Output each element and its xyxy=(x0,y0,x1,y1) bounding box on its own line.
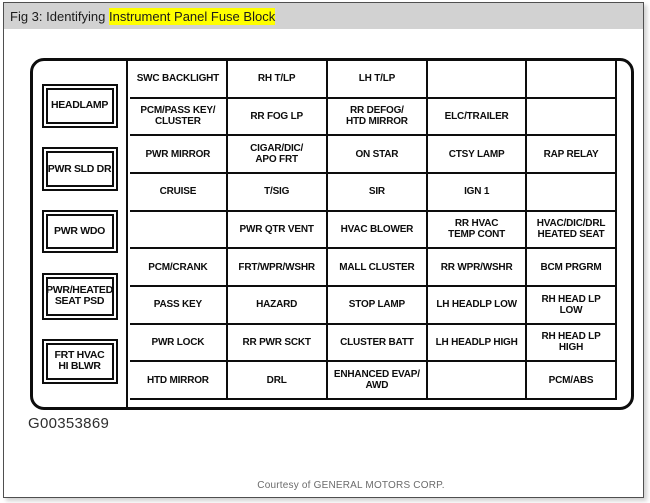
fuse-cell: LH T/LP xyxy=(327,61,427,97)
fuse-cell: RAP RELAY xyxy=(527,136,615,172)
fuse-cell-empty xyxy=(527,98,615,135)
fuse-cell: HVAC/DIC/DRL HEATED SEAT xyxy=(527,211,615,248)
connector-box-label: HEADLAMP xyxy=(45,88,114,125)
figure-id: G00353869 xyxy=(28,415,110,432)
fuse-cell: ENHANCED EVAP/ AWD xyxy=(327,362,427,398)
fuse-cell: SWC BACKLIGHT xyxy=(130,61,226,97)
fuse-cell: PCM/ABS xyxy=(527,362,615,398)
fuse-cell: STOP LAMP xyxy=(327,287,427,323)
fuse-cell: HVAC BLOWER xyxy=(327,211,427,248)
fuse-cell: RH T/LP xyxy=(227,61,326,97)
fuse-cell: RR WPR/WSHR xyxy=(428,249,526,285)
fuse-cell: RR FOG LP xyxy=(227,98,326,135)
connector-box-label: PWR/HEATED SEAT PSD xyxy=(45,276,114,316)
credit-line: Courtesy of GENERAL MOTORS CORP. xyxy=(257,480,445,491)
fuse-cell-empty xyxy=(130,211,226,248)
connector-box-headlamp: HEADLAMP xyxy=(41,84,118,129)
fuse-cell: RH HEAD LP HIGH xyxy=(527,324,615,361)
fuse-cell: ON STAR xyxy=(327,136,427,172)
fuse-cell-empty xyxy=(428,61,526,97)
connector-box-label: PWR WDO xyxy=(45,214,114,250)
figure-title-highlight: Instrument Panel Fuse Block xyxy=(109,7,276,25)
fuse-cell: RR DEFOG/ HTD MIRROR xyxy=(327,98,427,135)
fuse-cell: PWR LOCK xyxy=(130,324,226,361)
figure-viewer-window: Fig 3: Identifying Instrument Panel Fuse… xyxy=(3,2,644,498)
fuse-cell-empty xyxy=(428,362,526,398)
fuse-cell-empty xyxy=(527,61,615,97)
connector-box-pwr-sld-dr: PWR SLD DR xyxy=(41,147,118,192)
fuse-cell: PCM/CRANK xyxy=(130,249,226,285)
figure-title-prefix: Fig 3: Identifying xyxy=(10,8,109,24)
connector-box-label: FRT HVAC HI BLWR xyxy=(45,342,114,380)
fuse-cell: DRL xyxy=(227,362,326,398)
connector-box-pwr-wdo: PWR WDO xyxy=(41,210,118,254)
fuse-cell: HAZARD xyxy=(227,287,326,323)
fuse-cell: RR HVAC TEMP CONT xyxy=(428,211,526,248)
fuse-cell-empty xyxy=(527,174,615,210)
figure-title-bar: Fig 3: Identifying Instrument Panel Fuse… xyxy=(4,3,643,29)
fuse-cell: PASS KEY xyxy=(130,287,226,323)
fuse-cell: CTSY LAMP xyxy=(428,136,526,172)
fuse-cell: T/SIG xyxy=(227,174,326,210)
fuse-cell: RH HEAD LP LOW xyxy=(527,287,615,323)
instrument-panel-fuse-block-diagram: HEADLAMP PWR SLD DR PWR WDO PWR/HEATED SEAT… xyxy=(30,58,634,410)
fuse-cell: CIGAR/DIC/ APO FRT xyxy=(227,136,326,172)
fuse-cell: LH HEADLP HIGH xyxy=(428,324,526,361)
fuse-cell: MALL CLUSTER xyxy=(327,249,427,285)
fuse-cell: PWR MIRROR xyxy=(130,136,226,172)
fuse-cell: HTD MIRROR xyxy=(130,362,226,398)
fuse-cell: LH HEADLP LOW xyxy=(428,287,526,323)
fuse-cell: PWR QTR VENT xyxy=(227,211,326,248)
fuse-cell: SIR xyxy=(327,174,427,210)
fuse-cell: IGN 1 xyxy=(428,174,526,210)
fuse-cell: BCM PRGRM xyxy=(527,249,615,285)
fuse-cell: ELC/TRAILER xyxy=(428,98,526,135)
fuse-cell: PCM/PASS KEY/ CLUSTER xyxy=(130,98,226,135)
fuse-cell: CLUSTER BATT xyxy=(327,324,427,361)
connector-box-label: PWR SLD DR xyxy=(45,151,114,188)
fuse-cell: FRT/WPR/WSHR xyxy=(227,249,326,285)
fuse-cell: RR PWR SCKT xyxy=(227,324,326,361)
connector-box-pwr-heated-seat-psd: PWR/HEATED SEAT PSD xyxy=(41,272,118,320)
fuse-cell: CRUISE xyxy=(130,174,226,210)
connector-column: HEADLAMP PWR SLD DR PWR WDO PWR/HEATED SEAT… xyxy=(33,61,128,407)
connector-box-frt-hvac-hi-blwr: FRT HVAC HI BLWR xyxy=(41,338,118,384)
